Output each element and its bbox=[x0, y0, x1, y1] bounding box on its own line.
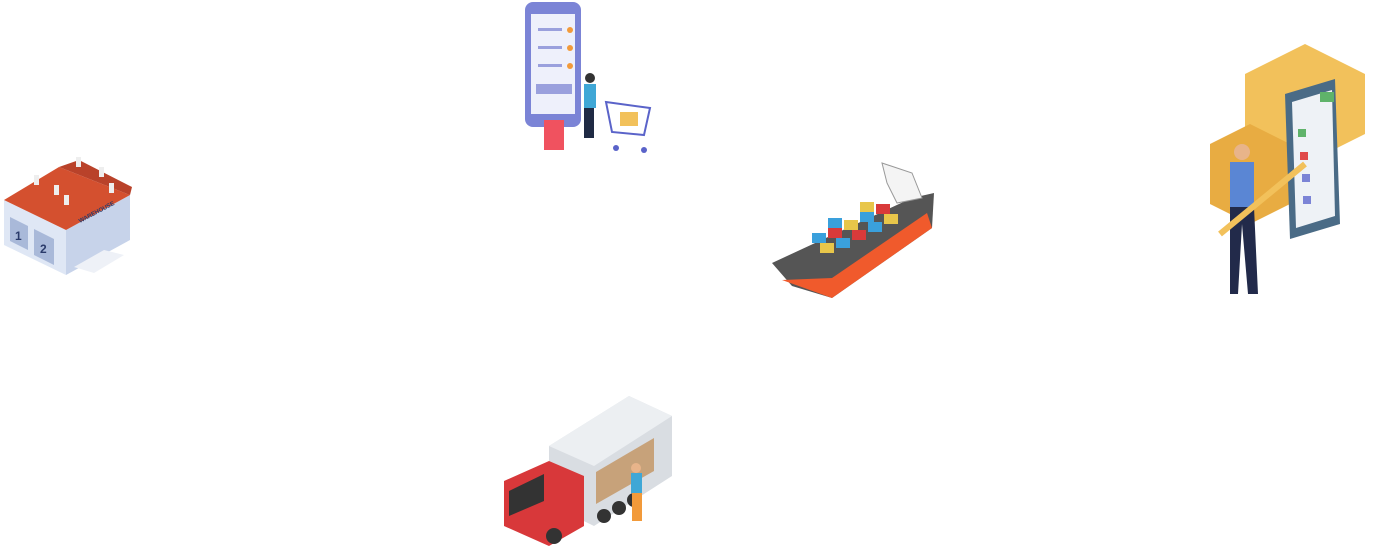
warehouse-illustration: 1 2 WAREHOUSE bbox=[4, 155, 134, 280]
cargo-ship-illustration bbox=[772, 158, 937, 303]
warehouse-door-1: 1 bbox=[15, 229, 22, 243]
delivery-truck-illustration bbox=[504, 396, 674, 548]
mobile-shopping-illustration bbox=[522, 0, 657, 158]
warehouse-door-2: 2 bbox=[40, 242, 47, 256]
checklist-illustration bbox=[1210, 44, 1370, 304]
